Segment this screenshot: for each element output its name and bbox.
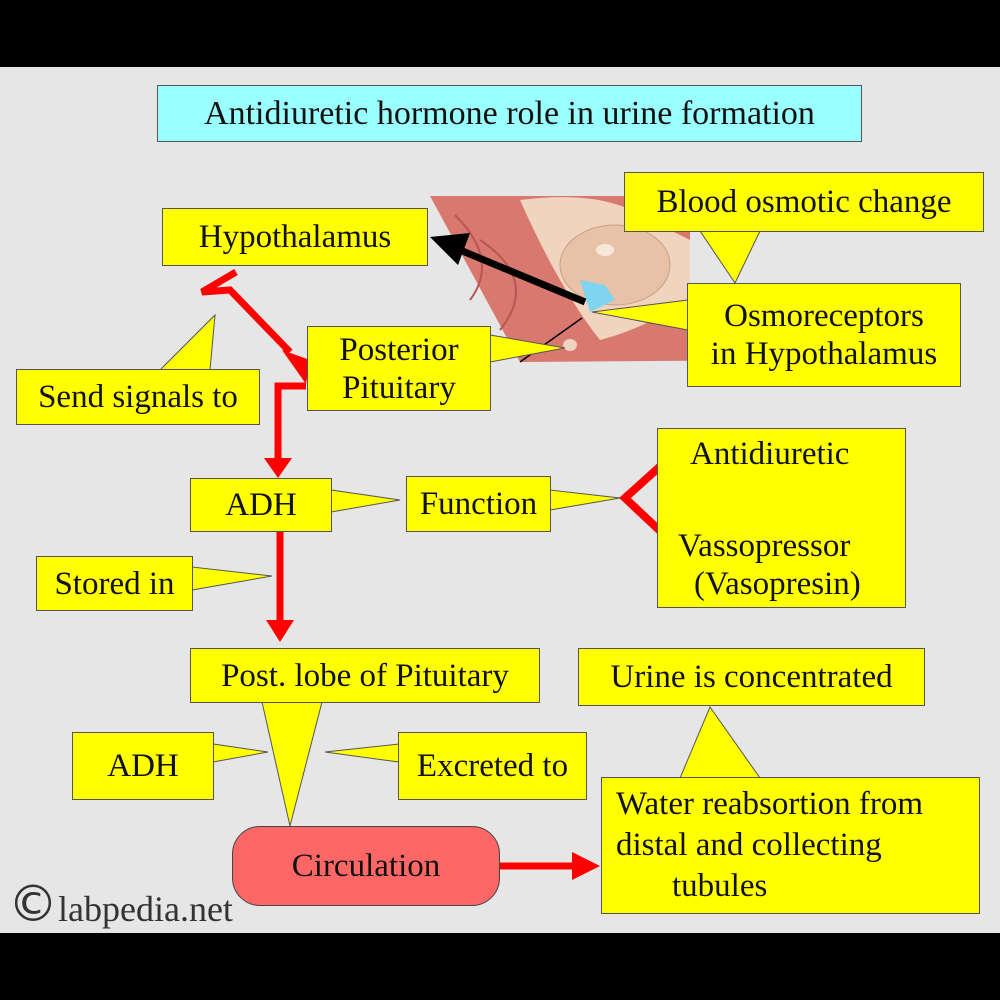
node-function: Function [406, 476, 551, 532]
tail-function [549, 489, 621, 511]
tail-adh2 [212, 743, 269, 763]
node-adh: ADH [190, 478, 332, 532]
water-line2: distal and collecting [616, 827, 882, 863]
node-send-signals: Send signals to [16, 369, 260, 425]
node-adh-2: ADH [72, 732, 214, 800]
node-excreted-to: Excreted to [398, 732, 587, 800]
node-circulation: Circulation [232, 826, 500, 906]
posterior-line1: Posterior [339, 331, 459, 368]
node-stored-in: Stored in [36, 556, 193, 611]
watermark-text: labpedia.net [58, 889, 233, 929]
title-text: Antidiuretic hormone role in urine forma… [204, 94, 815, 132]
page-title: Antidiuretic hormone role in urine forma… [157, 85, 862, 142]
black-arrowhead [430, 233, 470, 265]
node-blood-osmotic-change: Blood osmotic change [624, 172, 984, 232]
callout-tails [158, 230, 761, 827]
node-urine-concentrated: Urine is concentrated [578, 648, 925, 706]
water-line1: Water reabsortion from [616, 786, 924, 822]
node-functions-list: Antidiuretic Vassopressor (Vasopresin) [657, 428, 906, 608]
function-antidiuretic: Antidiuretic [690, 436, 850, 472]
node-osmoreceptors: Osmoreceptors in Hypothalamus [687, 283, 961, 387]
water-line3: tubules [672, 868, 768, 904]
osmoreceptors-line1: Osmoreceptors [724, 298, 924, 334]
tail-post-lobe [261, 701, 323, 827]
copyright-icon: © [8, 875, 58, 933]
tail-adh [330, 489, 401, 513]
watermark: ©labpedia.net [8, 875, 233, 933]
function-vassopressor: Vassopressor [678, 528, 851, 564]
node-post-lobe: Post. lobe of Pituitary [190, 648, 540, 703]
node-posterior-pituitary: Posterior Pituitary [307, 326, 491, 411]
posterior-line2: Pituitary [342, 369, 456, 406]
tail-stored-in [191, 566, 273, 591]
node-hypothalamus: Hypothalamus [162, 208, 428, 266]
osmoreceptors-line2: in Hypothalamus [710, 336, 938, 372]
tail-excreted [324, 743, 400, 763]
tail-water [679, 705, 761, 779]
tail-blood-osmotic [699, 230, 761, 285]
node-water-reabsorption: Water reabsortion from distal and collec… [601, 777, 980, 914]
function-vasopresin: (Vasopresin) [694, 566, 861, 602]
tail-send-signals [158, 313, 216, 371]
arrows [200, 233, 679, 880]
